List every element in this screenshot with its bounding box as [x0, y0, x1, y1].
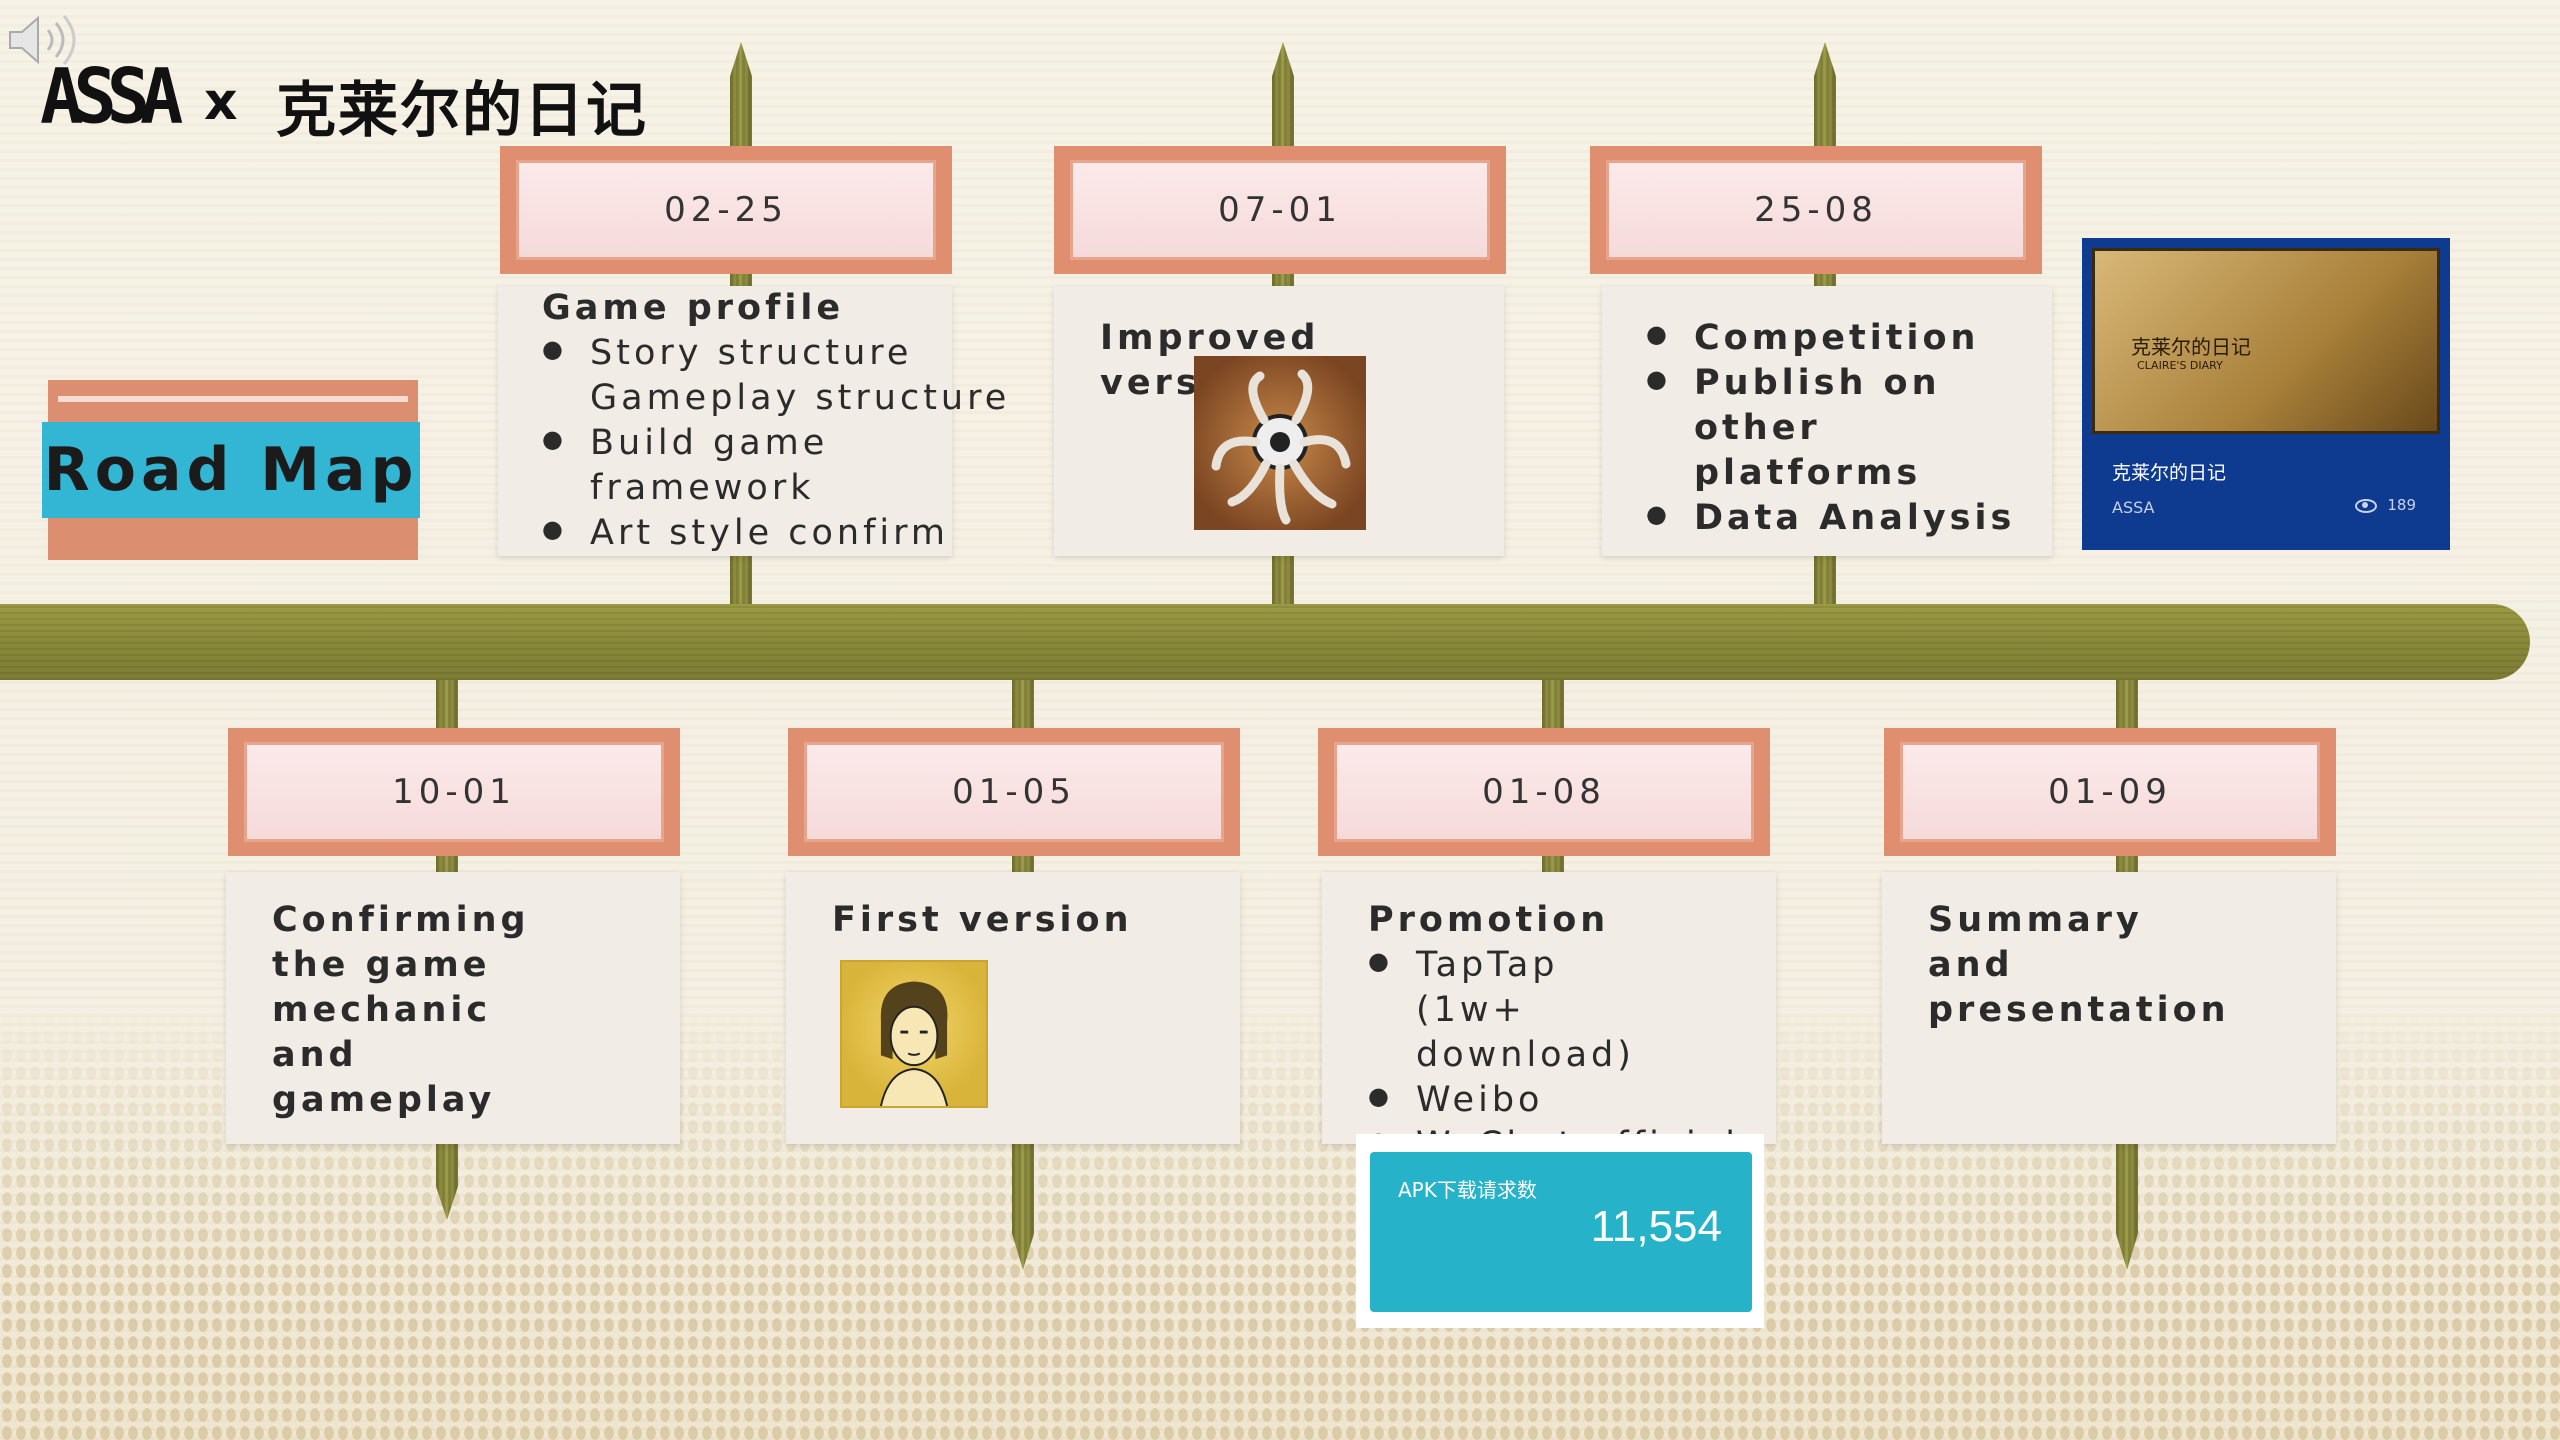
date-tag: 07-01 [1054, 146, 1506, 274]
date-label: 01-08 [1334, 742, 1754, 842]
date-label: 25-08 [1606, 160, 2026, 260]
title-separator: x [204, 72, 238, 132]
page-title: 克莱尔的日记 [276, 76, 648, 146]
date-label: 01-05 [804, 742, 1224, 842]
apk-stat-value: 11,554 [1590, 1202, 1722, 1251]
date-tag: 01-08 [1318, 728, 1770, 856]
speaker-icon[interactable] [6, 10, 82, 70]
date-label: 01-09 [1900, 742, 2320, 842]
thumbnail-caption: 克莱尔的日记 [2112, 462, 2227, 484]
milestone-card: Competition Publish on other platforms D… [1602, 286, 2052, 556]
date-label: 07-01 [1070, 160, 1490, 260]
timeline-rope [0, 604, 2530, 680]
milestone-heading: Game profile [542, 288, 845, 328]
list-item: Story structure [542, 327, 952, 376]
date-tag: 01-05 [788, 728, 1240, 856]
view-count-value: 189 [2387, 496, 2416, 514]
milestone-heading: Improved version [1100, 318, 1320, 403]
game-thumbnail-card[interactable]: 克莱尔的日记 CLAIRE'S DIARY 克莱尔的日记 ASSA 189 [2082, 238, 2450, 550]
character-portrait [840, 960, 988, 1108]
date-label: 02-25 [516, 160, 936, 260]
date-tag: 02-25 [500, 146, 952, 274]
milestone-heading: Summary and presentation [1928, 900, 2230, 1030]
eye-icon [2355, 498, 2378, 513]
apk-stat-tile: APK下载请求数 11,554 [1370, 1152, 1752, 1312]
game-cover-image: 克莱尔的日记 CLAIRE'S DIARY [2092, 248, 2440, 434]
cover-subtitle: CLAIRE'S DIARY [2137, 359, 2223, 372]
list-item: Gameplay structure [590, 378, 1011, 418]
date-label: 10-01 [244, 742, 664, 842]
list-item: Weibo [1368, 1074, 1776, 1123]
date-tag: 01-09 [1884, 728, 2336, 856]
list-item: Data Analysis [1646, 492, 2052, 541]
date-tag: 10-01 [228, 728, 680, 856]
list-item: Competition [1646, 312, 2052, 361]
assa-logo: ASSA [40, 51, 183, 141]
milestone-heading: First version [832, 900, 1133, 940]
milestone-heading: Confirming the game mechanic and gamepla… [272, 900, 530, 1120]
apk-stat-label: APK下载请求数 [1398, 1178, 1537, 1202]
list-item: TapTap (1w+ download) [1368, 939, 1676, 1078]
milestone-card: Promotion TapTap (1w+ download) Weibo We… [1322, 872, 1776, 1165]
milestone-card: Game profile Story structure Gameplay st… [498, 286, 1011, 556]
view-count: 189 [2355, 496, 2416, 514]
list-item: Build game framework [542, 417, 840, 511]
octopus-artwork [1194, 356, 1366, 530]
apk-stat-card: APK下载请求数 11,554 [1356, 1134, 1764, 1328]
list-item: Publish on other platforms [1646, 357, 2024, 496]
list-item: Art style confirm [542, 507, 952, 556]
thumbnail-author: ASSA [2112, 498, 2155, 517]
milestone-card: Confirming the game mechanic and gamepla… [226, 872, 680, 1144]
date-tag: 25-08 [1590, 146, 2042, 274]
milestone-card: Summary and presentation [1882, 872, 2336, 1144]
cover-title: 克莱尔的日记 [2131, 335, 2251, 359]
milestone-heading: Promotion [1368, 900, 1610, 940]
road-map-label: Road Map [42, 422, 420, 518]
